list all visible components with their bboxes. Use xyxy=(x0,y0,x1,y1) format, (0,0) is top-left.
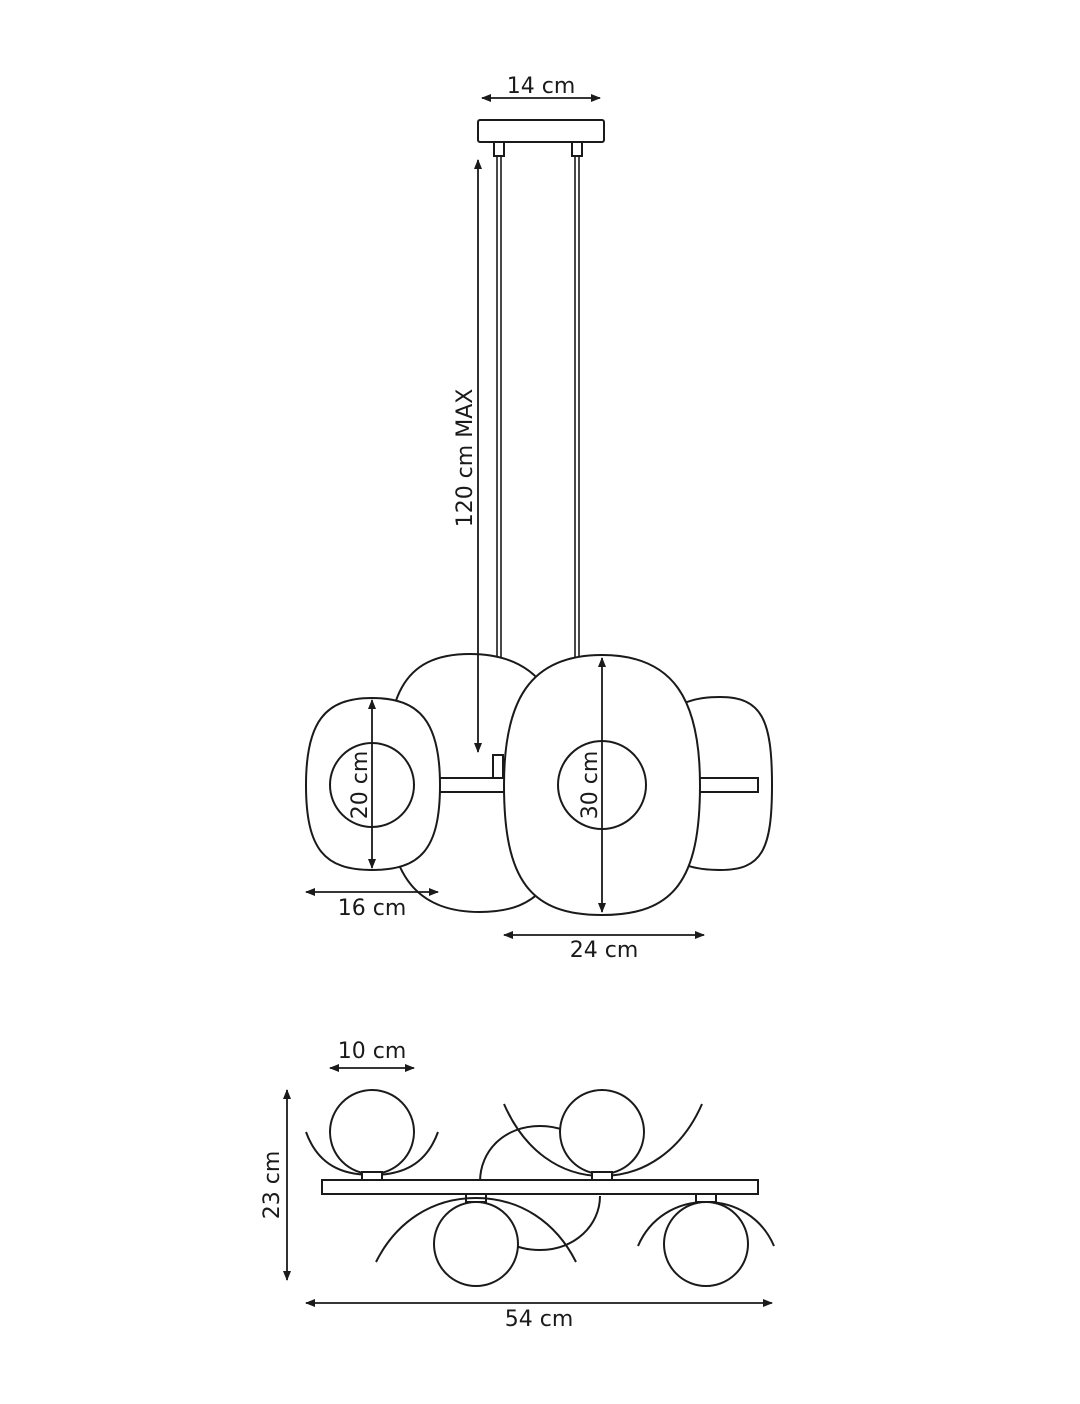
top-shade-bottom-left xyxy=(375,1196,577,1263)
top-holder-right xyxy=(591,1171,613,1181)
dim-label-total-width: 54 cm xyxy=(505,1307,574,1332)
canopy-clip-right xyxy=(571,141,583,157)
top-arm xyxy=(321,1179,759,1195)
front-view xyxy=(304,119,774,917)
dim-label-small-shade-height: 20 cm xyxy=(348,751,373,820)
dim-label-canopy-width: 14 cm xyxy=(507,74,576,99)
dim-label-small-shade-width: 16 cm xyxy=(338,896,407,921)
top-globe-bottom-left xyxy=(433,1201,519,1287)
top-holder-left xyxy=(361,1171,383,1181)
top-view xyxy=(305,1089,775,1287)
top-globe-left xyxy=(329,1089,415,1175)
top-dimensions: 10 cm 23 cm 54 cm xyxy=(260,1039,773,1332)
canopy-clip-left xyxy=(493,141,505,157)
dim-label-globe-diameter: 10 cm xyxy=(338,1039,407,1064)
dim-label-suspension: 120 cm MAX xyxy=(453,389,478,528)
dim-label-large-shade-width: 24 cm xyxy=(570,938,639,963)
arm-connector xyxy=(492,754,504,779)
dim-label-total-height: 23 cm xyxy=(260,1151,285,1220)
top-globe-bottom-right xyxy=(663,1201,749,1287)
ceiling-canopy xyxy=(477,119,605,143)
small-shade xyxy=(304,696,442,872)
front-dimensions: 14 cm 120 cm MAX 20 cm 16 cm 30 cm 24 cm xyxy=(305,74,705,963)
dim-label-large-shade-height: 30 cm xyxy=(578,751,603,820)
top-holder-bottom-right xyxy=(695,1193,717,1203)
top-globe-right xyxy=(559,1089,645,1175)
